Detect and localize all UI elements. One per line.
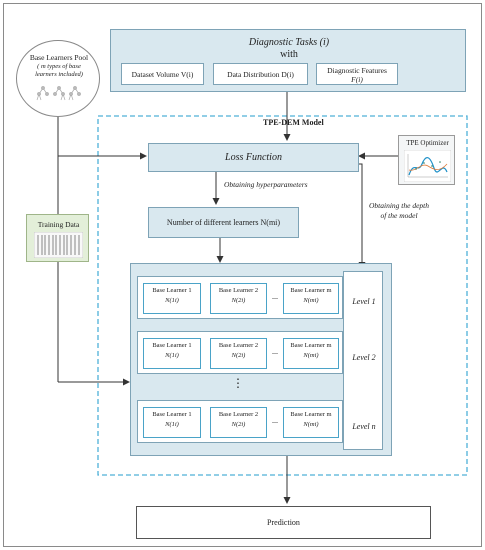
level-2-label: Level 2 [352, 353, 376, 362]
base-learner-m: Base Learner m N(mi) [283, 283, 339, 314]
tpe-dem-title: TPE-DEM Model [263, 118, 324, 127]
base-learner-2: Base Learner 2 N(2i) [210, 338, 267, 369]
data-distribution-box: Data Distribution D(i) [213, 63, 308, 85]
obtaining-depth-line1: Obtaining the depth [369, 201, 429, 210]
obtaining-depth-label: Obtaining the depth of the model [366, 201, 432, 221]
base-learner-2-label: Base Learner 2 [218, 287, 259, 294]
number-of-learners-label: Number of different learners N(mi) [166, 218, 281, 227]
obtaining-hyperparameters-label: Obtaining hyperparameters [224, 180, 308, 189]
base-learner-m-label: Base Learner m [290, 287, 332, 294]
learner-ellipsis: ... [272, 416, 278, 425]
learner-row-2: Base Learner 1 N(1i) Base Learner 2 N(2i… [137, 331, 343, 374]
levels-column: Level 1 Level 2 Level n [343, 271, 383, 450]
base-learner-m-label: Base Learner m [290, 411, 332, 418]
base-learner-1: Base Learner 1 N(1i) [143, 407, 201, 438]
rows-vertical-ellipsis: ⋮ [232, 376, 244, 390]
pool-subtitle: ( m types of base learners included) [35, 63, 83, 78]
base-learner-1-count: N(1i) [165, 296, 179, 304]
base-learner-m-count: N(mi) [303, 296, 319, 304]
base-learner-m: Base Learner m N(mi) [283, 407, 339, 438]
loss-function-box: Loss Function [148, 143, 359, 172]
prediction-label: Prediction [267, 518, 300, 527]
figure-frame [3, 3, 482, 547]
tpe-optimizer-label: TPE Optimizer [406, 139, 449, 147]
diagnostic-features-symbol: F(i) [351, 75, 363, 85]
optimizer-curve-icon [404, 150, 451, 182]
obtaining-depth-line2: of the model [380, 210, 418, 220]
level-1-label: Level 1 [352, 297, 376, 306]
base-learner-m-label: Base Learner m [290, 342, 332, 349]
base-learner-1: Base Learner 1 N(1i) [143, 283, 201, 314]
base-learner-m: Base Learner m N(mi) [283, 338, 339, 369]
base-learners-pool: Base Learners Pool ( m types of base lea… [16, 40, 100, 117]
pool-title: Base Learners Pool [29, 53, 89, 62]
learner-ellipsis: ... [272, 347, 278, 356]
learner-row-n: Base Learner 1 N(1i) Base Learner 2 N(2i… [137, 400, 343, 443]
learner-ensemble-box: Base Learner 1 N(1i) Base Learner 2 N(2i… [130, 263, 392, 456]
arrow-loss-to-levels [358, 163, 366, 269]
dataset-volume-label: Dataset Volume V(i) [131, 70, 194, 79]
learner-ellipsis: ... [272, 292, 278, 301]
level-n-label: Level n [352, 422, 376, 431]
base-learner-1-count: N(1i) [165, 420, 179, 428]
prediction-box: Prediction [136, 506, 431, 539]
tasks-title: Diagnostic Tasks (i) [248, 37, 330, 48]
base-learner-1-label: Base Learner 1 [152, 411, 192, 418]
base-learner-2-count: N(2i) [231, 296, 246, 304]
base-learner-1-label: Base Learner 1 [152, 287, 192, 294]
tasks-with: with [280, 49, 298, 60]
base-learner-2-count: N(2i) [231, 351, 246, 359]
base-learner-2-label: Base Learner 2 [218, 411, 259, 418]
tpe-dem-region [97, 115, 468, 476]
training-data-icon [34, 232, 83, 258]
diagnostic-features-label: Diagnostic Features [327, 66, 387, 75]
training-data-box: Training Data [26, 214, 89, 262]
data-distribution-label: Data Distribution D(i) [227, 70, 294, 79]
diagnostic-features-box: Diagnostic Features F(i) [316, 63, 398, 85]
diagnostic-tasks-box: Diagnostic Tasks (i) with Dataset Volume… [110, 29, 466, 92]
learner-row-1: Base Learner 1 N(1i) Base Learner 2 N(2i… [137, 276, 343, 319]
loss-function-label: Loss Function [225, 152, 282, 163]
base-learner-2: Base Learner 2 N(2i) [210, 407, 267, 438]
tpe-optimizer-box: TPE Optimizer [398, 135, 455, 185]
base-learner-m-count: N(mi) [303, 420, 319, 428]
number-of-learners-box: Number of different learners N(mi) [148, 207, 299, 238]
base-learner-2: Base Learner 2 N(2i) [210, 283, 267, 314]
base-learner-m-count: N(mi) [303, 351, 319, 359]
base-learner-2-count: N(2i) [231, 420, 246, 428]
base-learner-1: Base Learner 1 N(1i) [143, 338, 201, 369]
base-learner-2-label: Base Learner 2 [218, 342, 259, 349]
base-learner-1-count: N(1i) [165, 351, 179, 359]
training-data-label: Training Data [37, 220, 80, 229]
base-learner-1-label: Base Learner 1 [152, 342, 192, 349]
tree-ensemble-icon [36, 86, 81, 101]
dataset-volume-box: Dataset Volume V(i) [121, 63, 204, 85]
